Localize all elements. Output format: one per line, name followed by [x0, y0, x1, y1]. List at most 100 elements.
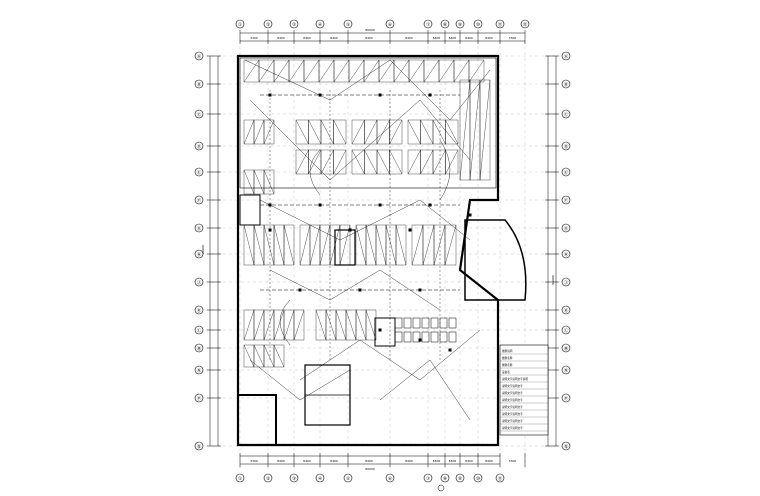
grid-bubble — [194, 79, 204, 89]
grid-bubble — [263, 19, 273, 29]
stall-diagonal — [288, 59, 305, 83]
stall-diagonal — [258, 59, 275, 83]
stall-diagonal — [243, 59, 260, 83]
light-fixture — [358, 288, 362, 292]
dim-total-right: 96000 — [551, 275, 555, 285]
grid-bubble — [561, 79, 571, 89]
stall-diagonal — [320, 119, 334, 145]
equipment-rooms — [239, 194, 457, 347]
grid-bubble — [235, 473, 245, 483]
parking-stall — [333, 119, 347, 145]
stall-diagonal — [320, 149, 334, 175]
stall-diagonal — [444, 224, 457, 266]
grid-bubble — [194, 195, 204, 205]
stall-diagonal — [411, 224, 424, 266]
grid-bubble — [561, 393, 571, 403]
stall-diagonal — [420, 149, 434, 175]
light-fixture — [448, 348, 452, 352]
legend-line: 说明文字说明文字 — [502, 419, 523, 423]
grid-bubble — [194, 51, 204, 61]
grid-bubble-label: ① — [238, 22, 242, 28]
stall-diagonal — [407, 149, 421, 175]
parking-stall — [293, 309, 305, 341]
equipment-cabinet — [403, 317, 412, 329]
grid-bubble-label: Ⓕ — [564, 197, 569, 204]
grid-bubble-label: Ⓖ — [564, 225, 569, 232]
dim-label-top: 8400 — [330, 36, 338, 40]
equipment-cabinet — [439, 317, 448, 329]
grid-bubble-label: ⑩ — [476, 22, 480, 28]
dim-label-bottom: 8400 — [485, 459, 493, 463]
grid-bubble-label: Ⓖ — [197, 225, 202, 232]
stall-diagonal — [299, 224, 311, 266]
stall-diagonal — [351, 119, 365, 145]
grid-bubble-label: Ⓓ — [564, 143, 569, 150]
grid-bubble — [473, 19, 483, 29]
grid-bubble — [561, 343, 571, 353]
stall-diagonal — [363, 59, 380, 83]
grid-bubble — [440, 473, 450, 483]
stall-diagonal — [253, 224, 265, 266]
stall-diagonal — [453, 59, 470, 83]
stall-diagonal — [333, 149, 347, 175]
grid-bubble-label: Ⓓ — [197, 143, 202, 150]
grid-bubble-label: Ⓝ — [564, 367, 569, 374]
grid-bubble — [561, 167, 571, 177]
stall-diagonal — [273, 224, 285, 266]
equipment-cabinet — [448, 331, 457, 343]
dim-label-top: 3300 — [509, 36, 517, 40]
stall-diagonal — [243, 309, 255, 341]
stall-diagonal — [433, 224, 446, 266]
stall-diagonal — [263, 224, 275, 266]
equipment-cabinet — [412, 317, 421, 329]
stall-diagonal — [273, 344, 285, 368]
stall-diagonal — [308, 119, 322, 145]
grid-bubble-label: Ⓙ — [197, 279, 202, 286]
grid-bubble — [561, 109, 571, 119]
stall-diagonal — [408, 59, 425, 83]
dim-label-top: 8400 — [433, 36, 441, 40]
parking-stall — [283, 224, 295, 266]
stall-diagonal — [438, 59, 455, 83]
grid-bubble — [561, 223, 571, 233]
stall-diagonal — [445, 149, 459, 175]
grid-bubble — [343, 19, 353, 29]
north-marker — [437, 484, 445, 492]
equipment-cabinet — [394, 317, 403, 329]
grid-bubble-label: ⑤ — [346, 22, 350, 28]
equipment-cabinet — [421, 331, 430, 343]
stall-diagonal — [423, 59, 440, 83]
light-fixture — [378, 203, 382, 207]
grid-bubble-label: ⑤ — [346, 476, 350, 482]
stall-diagonal — [468, 59, 485, 83]
light-fixture — [428, 203, 432, 207]
grid-bubble — [194, 343, 204, 353]
grid-bubble — [343, 473, 353, 483]
dim-label-top: 3300 — [250, 36, 258, 40]
grid-bubble — [561, 325, 571, 335]
grid-bubble — [385, 473, 395, 483]
legend-line: 说明文字说明文字 — [502, 426, 523, 430]
outer-wall — [236, 54, 500, 447]
dim-label-top: 8400 — [303, 36, 311, 40]
grid-bubble-label: ⑥ — [388, 22, 392, 28]
dim-label-bottom: 8400 — [277, 459, 285, 463]
wire-run — [379, 359, 471, 421]
grid-bubble — [561, 277, 571, 287]
grid-bubble-label: Ⓠ — [564, 443, 569, 450]
elevator-room — [374, 317, 396, 347]
grid-bubble — [194, 393, 204, 403]
wire-run — [269, 269, 441, 311]
stall-diagonal — [263, 344, 275, 368]
parking-stall — [389, 149, 403, 175]
stall-diagonal — [263, 309, 275, 341]
dim-label-bottom: 8400 — [465, 459, 473, 463]
wire-run — [279, 299, 291, 346]
stall-diagonal — [333, 119, 347, 145]
stall-diagonal — [407, 119, 421, 145]
grid-bubble — [289, 19, 299, 29]
equipment-cabinet — [394, 331, 403, 343]
grid-bubble-label: Ⓝ — [197, 367, 202, 374]
stall-diagonal — [295, 119, 309, 145]
